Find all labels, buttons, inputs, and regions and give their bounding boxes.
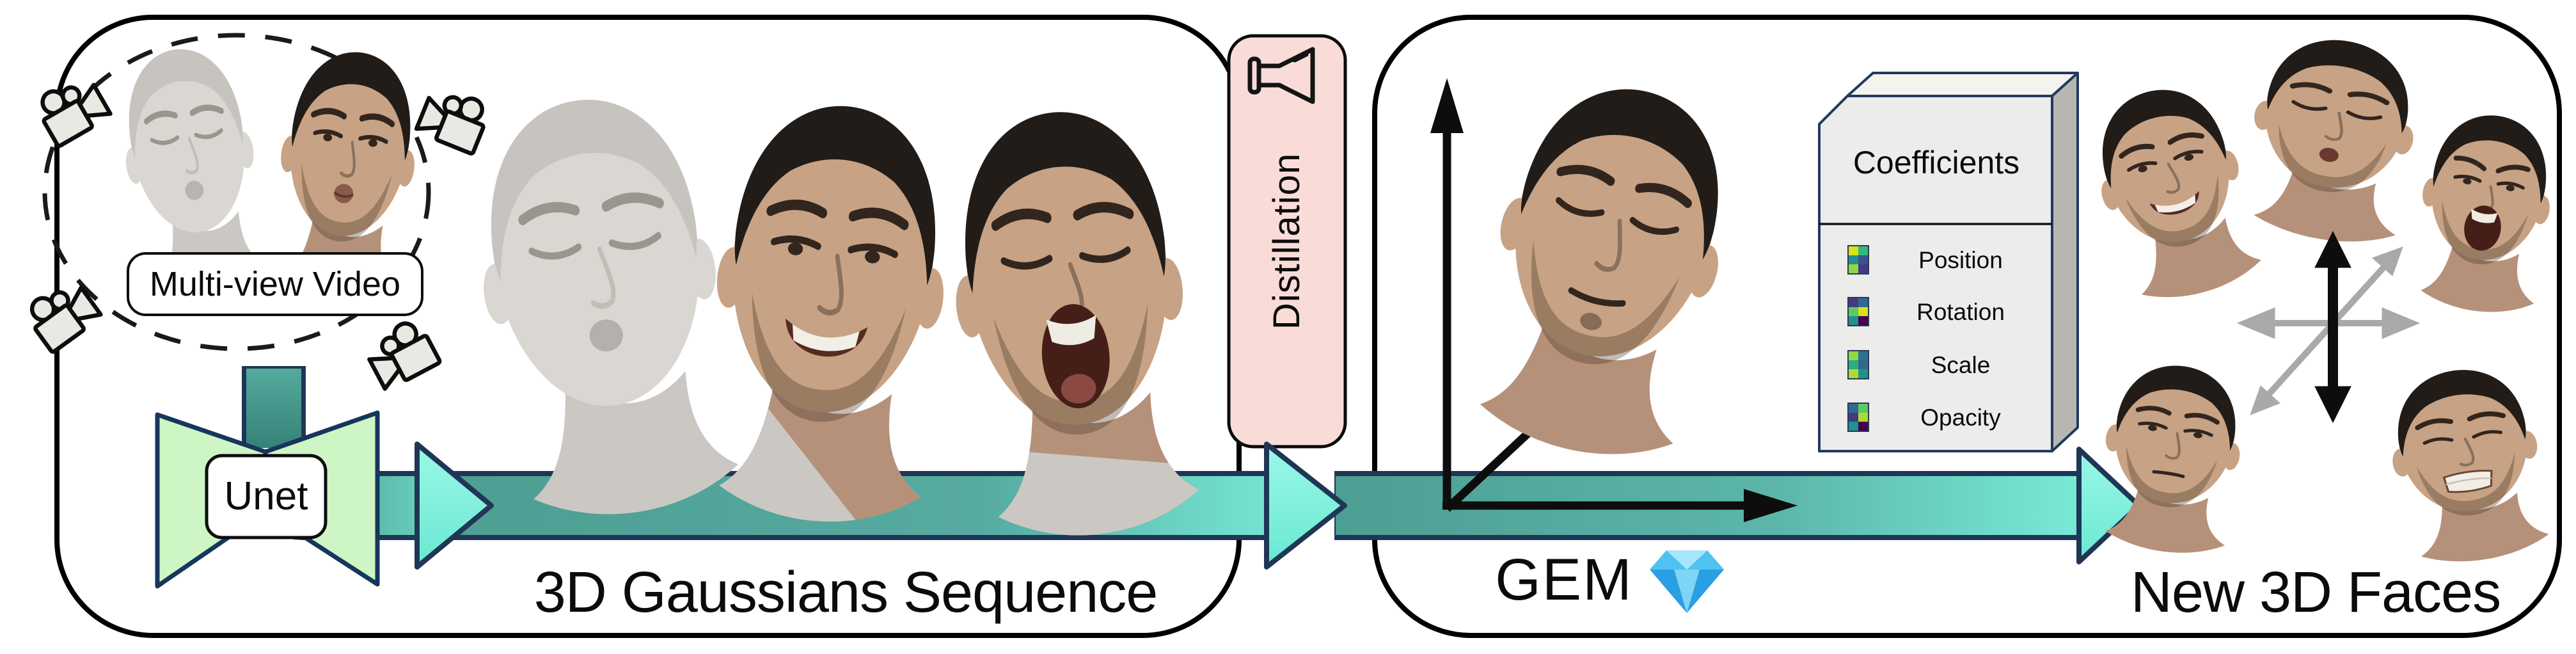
coefficients-row-position: Position (1918, 246, 2003, 273)
new-face-shout (2405, 106, 2563, 321)
multiview-label-box (127, 252, 423, 316)
gaussian-head-2 (693, 94, 963, 532)
flow-arrowheads (415, 442, 2142, 570)
new-face-grin (2381, 360, 2552, 571)
gem-face (1452, 65, 1756, 474)
position-texture-icon (1847, 245, 1869, 275)
gaussian-head-3 (940, 102, 1203, 545)
distillation-box (1227, 34, 1347, 449)
capture-face (264, 44, 428, 308)
gem-caption: GEM (1495, 547, 1633, 612)
new-face-neutral (2089, 356, 2252, 561)
diamond-icon (1650, 550, 1724, 613)
unet-label: Unet (224, 474, 308, 518)
flask-icon (1247, 47, 1315, 104)
multiview-video-label: Multi-view Video (149, 265, 401, 303)
unet-label-box (205, 454, 328, 539)
variation-arrows (2236, 230, 2421, 424)
coefficients-row-rotation: Rotation (1916, 298, 2005, 325)
new-face-closed-eyes (2235, 27, 2428, 252)
gaussians-caption: 3D Gaussians Sequence (533, 561, 1158, 625)
gaussian-head-1 (462, 86, 744, 528)
coefficients-box (1818, 72, 2079, 452)
coefficients-title: Coefficients (1853, 145, 2020, 180)
new-face-smile (2080, 75, 2266, 311)
scale-texture-icon (1847, 350, 1869, 379)
gem-axes (1430, 78, 1798, 522)
coefficients-row-opacity: Opacity (1920, 404, 2001, 431)
camera-ring (42, 33, 431, 351)
rotation-texture-icon (1847, 297, 1869, 326)
distillation-label-text: Distillation (1266, 152, 1308, 330)
distillation-label: Distillation (1229, 36, 1345, 447)
coefficients-row-scale: Scale (1931, 351, 1991, 378)
new-faces-caption: New 3D Faces (2130, 561, 2501, 625)
scan-head (111, 40, 273, 306)
opacity-texture-icon (1847, 403, 1869, 432)
